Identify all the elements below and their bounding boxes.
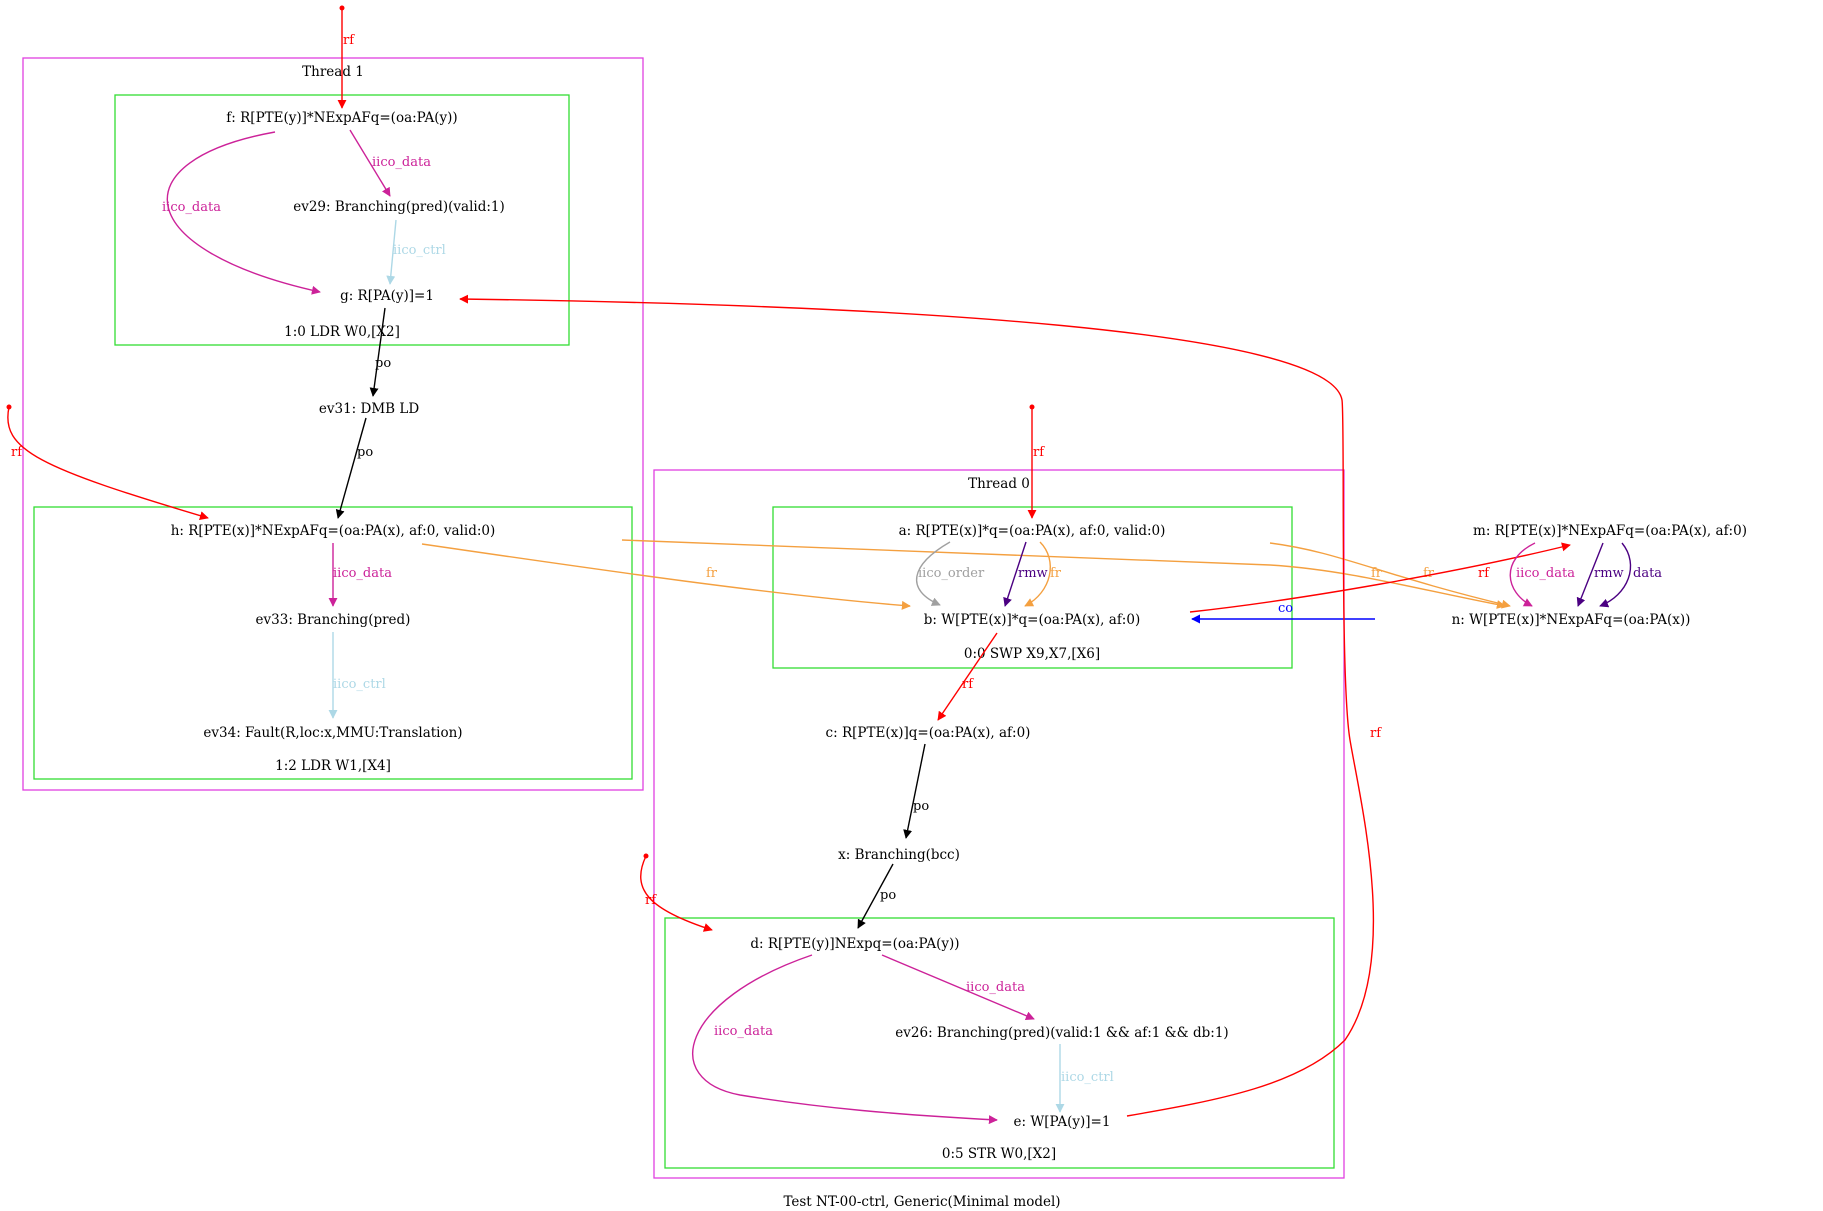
edge-rf-init-a: rf (1027, 404, 1045, 519)
edge-label-iico-data: iico_data (714, 1024, 773, 1039)
event-h: h: R[PTE(x)]*NExpAFq=(oa:PA(x), af:0, va… (171, 523, 496, 539)
edge-label-co: co (1278, 601, 1293, 616)
edge-label-data: data (1633, 566, 1662, 581)
event-ev26: ev26: Branching(pred)(valid:1 && af:1 &&… (895, 1025, 1228, 1041)
edge-po-ev31-h: po (335, 417, 373, 519)
edge-iico-data-d-e: iico_data (692, 954, 998, 1125)
edge-label-iico-ctrl: iico_ctrl (393, 243, 446, 258)
edge-label-fr: fr (1050, 566, 1062, 581)
edge-label-rf: rf (343, 33, 355, 48)
edge-label-iico-data: iico_data (162, 200, 221, 215)
instr-1-2-label: 1:2 LDR W1,[X4] (275, 758, 391, 774)
cluster-instr-1-0: 1:0 LDR W0,[X2] (114, 94, 570, 346)
edge-label-rf: rf (1370, 726, 1382, 741)
edge-iico-order-a-b: iico_order (915, 541, 985, 606)
edge-label-po: po (357, 445, 373, 460)
edge-label-po: po (880, 888, 896, 903)
edge-label-rf: rf (962, 677, 974, 692)
event-x: x: Branching(bcc) (838, 847, 960, 863)
edge-fr-h-n: fr (621, 539, 1506, 609)
edge-fr-h-b: fr (421, 543, 911, 610)
edge-label-rf: rf (1478, 566, 1490, 581)
edge-iico-ctrl-ev26-e: iico_ctrl (1055, 1044, 1114, 1113)
event-ev29: ev29: Branching(pred)(valid:1) (293, 199, 505, 215)
event-f: f: R[PTE(y)]*NExpAFq=(oa:PA(y)) (226, 110, 457, 126)
event-c: c: R[PTE(x)]q=(oa:PA(x), af:0) (826, 725, 1031, 741)
event-ev31: ev31: DMB LD (319, 401, 419, 417)
edge-rmw-a-b: rmw (1003, 541, 1048, 607)
edge-label-iico-ctrl: iico_ctrl (1061, 1070, 1114, 1085)
edge-label-rmw: rmw (1018, 566, 1048, 581)
edge-iico-data-f-g: iico_data (162, 131, 321, 295)
edge-fr-a-b: fr (1024, 541, 1062, 607)
instr-0-0-label: 0:0 SWP X9,X7,[X6] (964, 646, 1100, 662)
edge-iico-data-m-n: iico_data (1509, 542, 1575, 607)
edge-rf-b-c: rf (937, 632, 998, 721)
edge-label-iico-data: iico_data (333, 566, 392, 581)
instr-0-5-label: 0:5 STR W0,[X2] (942, 1146, 1056, 1162)
cluster-thread-0: Thread 0 (653, 469, 1345, 1179)
edge-iico-data-f-ev29: iico_data (349, 129, 431, 197)
instr-1-0-label: 1:0 LDR W0,[X2] (284, 324, 400, 340)
edge-fr-a-n: fr (1269, 542, 1511, 609)
event-ev34: ev34: Fault(R,loc:x,MMU:Translation) (203, 725, 462, 741)
edge-rf-init-f: rf (337, 5, 355, 109)
edge-rf-e-g: rf (459, 294, 1382, 1117)
thread-1-title: Thread 1 (302, 64, 364, 80)
event-ev33: ev33: Branching(pred) (256, 612, 411, 628)
edge-iico-data-d-ev26: iico_data (881, 954, 1035, 1021)
event-e: e: W[PA(y)]=1 (1014, 1114, 1111, 1130)
event-b: b: W[PTE(x)]*q=(oa:PA(x), af:0) (924, 612, 1140, 628)
edge-po-c-x: po (903, 743, 929, 839)
edge-label-iico-data: iico_data (372, 155, 431, 170)
edge-label-fr: fr (1423, 566, 1435, 581)
thread-0-title: Thread 0 (968, 476, 1030, 492)
event-g: g: R[PA(y)]=1 (340, 288, 434, 304)
event-m: m: R[PTE(x)]*NExpAFq=(oa:PA(x), af:0) (1473, 523, 1747, 539)
edge-label-iico-data: iico_data (1516, 566, 1575, 581)
edge-rmw-m-n: rmw (1576, 542, 1624, 607)
edge-label-rf: rf (11, 445, 23, 460)
cluster-instr-0-5: 0:5 STR W0,[X2] (664, 917, 1335, 1169)
edge-po-g-ev31: po (369, 307, 391, 397)
edge-label-rmw: rmw (1594, 566, 1624, 581)
edge-label-iico-ctrl: iico_ctrl (333, 677, 386, 692)
edge-label-po: po (375, 356, 391, 371)
edge-iico-ctrl-ev29-g: iico_ctrl (386, 219, 446, 285)
edge-label-iico-data: iico_data (966, 980, 1025, 995)
edge-label-iico-order: iico_order (918, 566, 985, 581)
edge-data-m-n: data (1599, 542, 1662, 608)
event-d: d: R[PTE(y)]NExpq=(oa:PA(y)) (750, 936, 959, 952)
cluster-instr-1-2: 1:2 LDR W1,[X4] (33, 506, 633, 780)
cluster-thread-1: Thread 1 (22, 57, 644, 791)
edge-co-n-b: co (1191, 601, 1375, 624)
edge-po-x-d: po (857, 863, 896, 929)
event-n: n: W[PTE(x)]*NExpAFq=(oa:PA(x)) (1452, 612, 1691, 628)
edge-iico-data-h-ev33: iico_data (328, 543, 392, 607)
edge-label-fr: fr (1371, 566, 1383, 581)
event-a: a: R[PTE(x)]*q=(oa:PA(x), af:0, valid:0) (899, 523, 1166, 539)
edge-rf-init-h: rf (6, 404, 209, 521)
edge-label-po: po (913, 799, 929, 814)
diagram-caption: Test NT-00-ctrl, Generic(Minimal model) (783, 1194, 1060, 1210)
edge-rf-init-d: rf (640, 853, 713, 932)
edge-rf-b-m: rf (1189, 542, 1571, 613)
edge-label-rf: rf (1033, 445, 1045, 460)
edge-label-fr: fr (706, 566, 718, 581)
edge-label-rf: rf (645, 893, 657, 908)
edge-iico-ctrl-ev33-ev34: iico_ctrl (328, 632, 386, 719)
